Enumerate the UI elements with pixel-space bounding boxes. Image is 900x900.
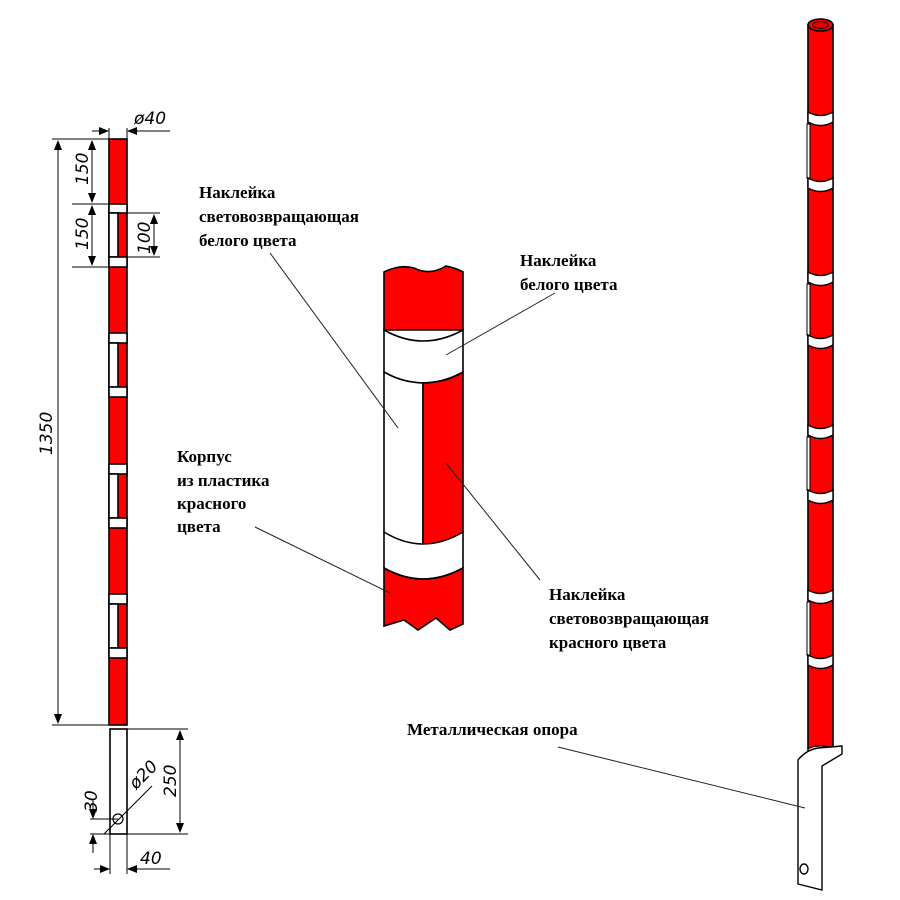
right-pole-isometric bbox=[806, 18, 834, 755]
center-detail: Наклейка световозвращающая белого цвета … bbox=[177, 183, 713, 652]
white-band-iso bbox=[807, 333, 834, 350]
white-band-iso bbox=[807, 488, 834, 505]
leader-body bbox=[254, 526, 391, 594]
white-band-iso bbox=[807, 423, 834, 440]
sticker-group-4 bbox=[108, 593, 128, 659]
dim-top-segment: 150 bbox=[73, 153, 93, 185]
pole-body-iso bbox=[807, 24, 834, 751]
leader-white-reflective bbox=[269, 252, 399, 429]
sticker-group-2 bbox=[108, 332, 128, 398]
red-reflective-half bbox=[422, 370, 464, 546]
leader-white-sticker bbox=[445, 292, 556, 356]
white-band-iso bbox=[807, 176, 834, 193]
sticker-edge-iso bbox=[806, 436, 811, 491]
label-red-reflective-sticker: Наклейка световозвращающая красного цвет… bbox=[549, 585, 713, 652]
dim-support-length: 250 bbox=[161, 765, 181, 797]
dim-total-length: 1350 bbox=[37, 412, 57, 455]
mounting-hole-iso bbox=[799, 863, 809, 875]
sticker-group-3 bbox=[108, 463, 128, 529]
metal-support-iso: Металлическая опора bbox=[407, 720, 843, 891]
dim-hole-offset: 30 bbox=[82, 790, 102, 812]
white-band-iso bbox=[807, 110, 834, 127]
dim-diameter-top: ø40 bbox=[133, 109, 166, 129]
dim-sticker-height: 100 bbox=[135, 222, 155, 254]
white-reflective-half bbox=[383, 370, 424, 546]
white-band-iso bbox=[807, 270, 834, 287]
leader-red-reflective bbox=[445, 462, 541, 581]
body-top-red bbox=[383, 265, 464, 331]
label-white-reflective-sticker: Наклейка световозвращающая белого цвета bbox=[199, 183, 363, 250]
white-band-top bbox=[383, 328, 464, 384]
sticker-edge-iso bbox=[806, 123, 811, 179]
label-body: Корпус из пластика красного цвета bbox=[177, 447, 274, 536]
dim-hole-diameter: ø20 bbox=[125, 757, 163, 795]
dim-sticker-segment: 150 bbox=[73, 218, 93, 250]
dim-support-width: 40 bbox=[140, 849, 162, 869]
left-pole-drawing: ø40 150 150 100 1350 250 ø20 30 bbox=[37, 109, 188, 874]
leader-metal-support bbox=[557, 746, 806, 809]
white-band-iso bbox=[807, 653, 834, 670]
sticker-edge-iso bbox=[806, 283, 811, 336]
label-metal-support: Металлическая опора bbox=[407, 720, 578, 739]
white-band-iso bbox=[807, 588, 834, 605]
sticker-edge-iso bbox=[806, 601, 811, 656]
pole-body bbox=[108, 138, 128, 726]
body-bottom-red bbox=[383, 566, 464, 631]
metal-support bbox=[109, 728, 128, 835]
label-white-sticker: Наклейка белого цвета bbox=[520, 251, 618, 294]
